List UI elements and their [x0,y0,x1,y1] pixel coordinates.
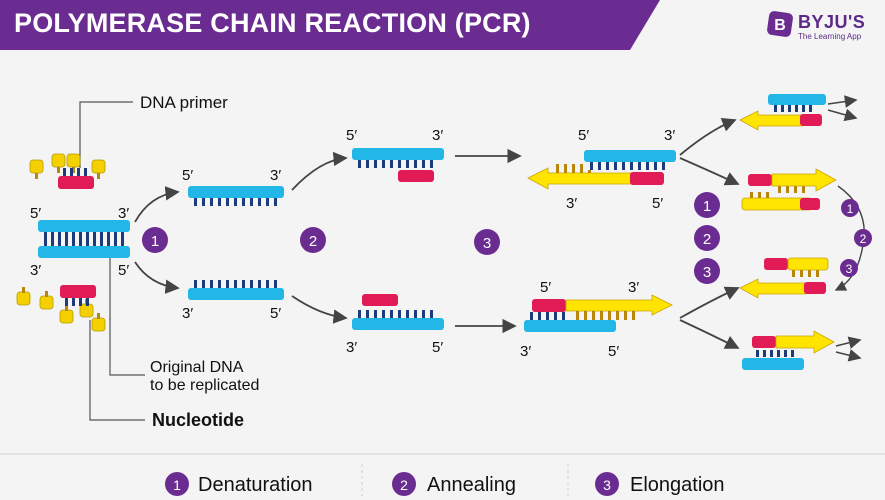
svg-text:2: 2 [703,231,711,248]
arrow-anneal-top [291,151,348,191]
product-strand-2 [741,168,837,211]
original-dna-double-strand [38,220,130,258]
single-strand-top [188,186,284,206]
svg-text:2: 2 [860,232,867,246]
label-5prime: 5′ [346,127,357,144]
label-5prime: 5′ [540,279,551,296]
legend-item-elongation: 3 Elongation [595,472,725,496]
brand-name: BYJU'S [798,12,866,32]
legend-label: Elongation [630,474,725,496]
label-3prime: 3′ [30,262,41,279]
elongating-strand-bottom [524,294,673,332]
svg-text:3: 3 [483,235,491,252]
label-5prime: 5′ [432,339,443,356]
svg-text:3: 3 [846,262,853,276]
cycle-marker-3: 3 [840,259,858,277]
label-5prime: 5′ [270,305,281,322]
label-3prime: 3′ [628,279,639,296]
product-fork-arrows [827,95,862,362]
single-strand-bottom [188,280,284,300]
step-marker-1: 1 [142,227,168,253]
label-3prime: 3′ [346,339,357,356]
elongating-strand-top [527,150,676,190]
product-strand-1 [739,94,826,131]
label-3prime: 3′ [432,127,443,144]
label-3prime: 3′ [118,205,129,222]
svg-text:2: 2 [400,477,408,493]
product-strand-3 [739,257,829,299]
annealed-strand-bottom [352,294,444,330]
label-original-dna-line1: Original DNA [150,359,244,376]
legend-item-denaturation: 1 Denaturation [165,472,313,496]
legend-label: Annealing [427,474,516,496]
svg-text:3: 3 [603,477,611,493]
label-5prime: 5′ [182,167,193,184]
label-3prime: 3′ [182,305,193,322]
label-3prime: 3′ [520,343,531,360]
cycle-marker-1: 1 [841,199,859,217]
label-3prime: 3′ [566,195,577,212]
annealed-strand-top [352,148,444,182]
primer-top-left [58,168,94,189]
arrow-product-3 [679,286,740,319]
brand-mark-icon: B [767,11,793,37]
arrow-product-1 [679,117,737,156]
brand-tagline: The Learning App [798,32,862,41]
label-leader-lines [79,101,145,421]
label-5prime: 5′ [652,195,663,212]
page-title: POLYMERASE CHAIN REACTION (PCR) [14,8,531,38]
label-5prime: 5′ [608,343,619,360]
arrow-denature-top [134,186,180,223]
brand-letter: B [774,17,786,34]
label-nucleotide: Nucleotide [152,410,244,430]
label-5prime: 5′ [30,205,41,222]
title-banner [0,0,660,50]
step-marker-3-vertical: 3 [694,258,720,284]
primer-bottom-left [60,285,96,306]
label-3prime: 3′ [270,167,281,184]
svg-text:1: 1 [847,202,854,216]
step-marker-2-vertical: 2 [694,225,720,251]
svg-text:1: 1 [151,233,159,250]
label-5prime: 5′ [118,262,129,279]
nucleotide-icon-group-top [29,153,106,179]
svg-text:1: 1 [173,477,181,493]
step-marker-2: 2 [300,227,326,253]
arrow-anneal-bottom [291,295,348,324]
nucleotide-icon-group-bottom [16,287,106,332]
legend-label: Denaturation [198,474,313,496]
label-3prime: 3′ [664,127,675,144]
svg-text:1: 1 [703,198,711,215]
svg-text:3: 3 [703,264,711,281]
brand-logo: B BYJU'S The Learning App [766,10,876,46]
cycle-marker-2: 2 [854,229,872,247]
arrow-product-2 [679,157,740,186]
step-marker-1-vertical: 1 [694,192,720,218]
step-marker-3: 3 [474,229,500,255]
arrow-product-4 [679,319,740,349]
svg-text:2: 2 [309,233,317,250]
legend-item-annealing: 2 Annealing [392,472,516,496]
arrow-denature-bottom [134,261,180,294]
label-dna-primer: DNA primer [140,93,228,112]
label-5prime: 5′ [578,127,589,144]
product-strand-4 [742,330,835,370]
label-original-dna-line2: to be replicated [150,377,259,394]
